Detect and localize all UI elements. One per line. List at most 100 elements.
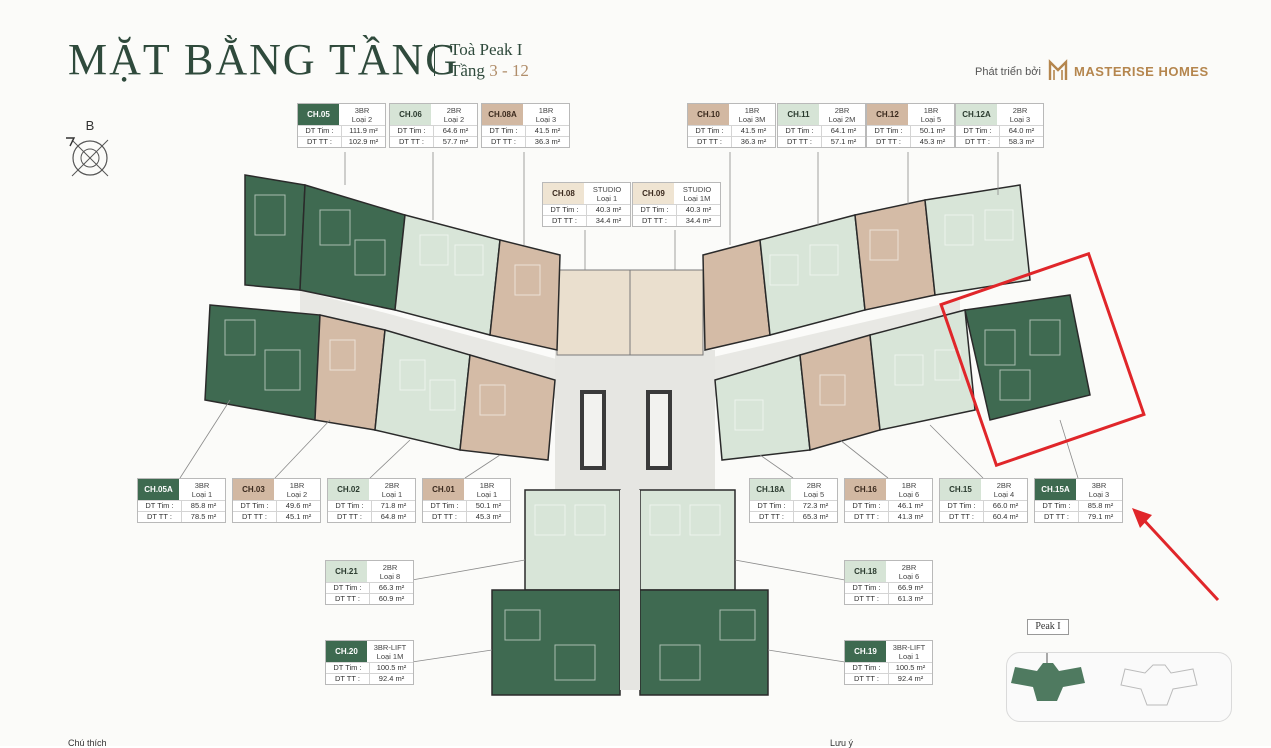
unit-variant: Loại 3M	[738, 114, 766, 124]
dt-tt-label: DT TT :	[326, 674, 370, 684]
dt-tt-label: DT TT :	[845, 674, 889, 684]
unit-type: 2BR	[384, 480, 400, 490]
unit-code: CH.08	[543, 183, 584, 204]
dt-tt-label: DT TT :	[1035, 512, 1079, 522]
legend-heading: Chú thích	[68, 738, 107, 748]
dt-tt-value: 60.9 m²	[378, 594, 405, 603]
dt-tt-value: 79.1 m²	[1087, 512, 1114, 521]
page-title: MẶT BẰNG TẦNG	[68, 35, 460, 84]
unit-variant: Loại 2	[351, 114, 373, 124]
dt-tt-label: DT TT :	[845, 512, 889, 522]
dt-tim-value: 64.0 m²	[1008, 126, 1035, 135]
developer-logo-icon	[1048, 59, 1068, 80]
unit-type: 3BR	[194, 480, 210, 490]
unit-variant: Loại 6	[898, 571, 920, 581]
dt-tt-label: DT TT :	[326, 594, 370, 604]
unit-variant: Loại 1	[898, 651, 920, 661]
unit-type: 1BR	[479, 480, 495, 490]
dt-tim-label: DT Tim :	[326, 583, 370, 593]
dt-tt-label: DT TT :	[233, 512, 277, 522]
dt-tim-value: 85.8 m²	[190, 501, 217, 510]
floors-range-value: 3 - 12	[489, 61, 529, 80]
dt-tt-value: 92.4 m²	[897, 674, 924, 683]
unit-code: CH.18	[845, 561, 886, 582]
dt-tt-value: 78.5 m²	[190, 512, 217, 521]
dt-tt-label: DT TT :	[543, 216, 587, 226]
unit-type: 1BR	[289, 480, 305, 490]
unit-type: 1BR	[901, 480, 917, 490]
unit-variant: Loại 1M	[683, 193, 711, 203]
unit-variant: Loại 3	[1009, 114, 1031, 124]
unit-variant: Loại 4	[993, 489, 1015, 499]
dt-tim-label: DT Tim :	[956, 126, 1000, 136]
unit-code: CH.21	[326, 561, 367, 582]
dt-tt-label: DT TT :	[956, 137, 1000, 147]
unit-code: CH.01	[423, 479, 464, 500]
dt-tim-value: 41.5 m²	[740, 126, 767, 135]
unit-variant: Loại 1M	[376, 651, 404, 661]
unit-variant: Loại 5	[803, 489, 825, 499]
unit-type: 2BR	[901, 562, 917, 572]
dt-tim-value: 100.5 m²	[376, 663, 407, 672]
dt-tim-value: 71.8 m²	[380, 501, 407, 510]
unit-code: CH.08A	[482, 104, 523, 125]
dt-tt-value: 45.1 m²	[285, 512, 312, 521]
dt-tt-value: 64.8 m²	[380, 512, 407, 521]
unit-variant: Loại 1	[191, 489, 213, 499]
dt-tim-value: 66.0 m²	[992, 501, 1019, 510]
dt-tim-value: 72.3 m²	[802, 501, 829, 510]
dt-tim-value: 46.1 m²	[897, 501, 924, 510]
unit-variant: Loại 3	[535, 114, 557, 124]
unit-type: 1BR	[538, 105, 554, 115]
compass-icon: B	[66, 118, 109, 177]
dt-tim-label: DT Tim :	[423, 501, 467, 511]
dt-tim-value: 50.1 m²	[919, 126, 946, 135]
dt-tt-label: DT TT :	[423, 512, 467, 522]
unit-code: CH.20	[326, 641, 367, 662]
dt-tim-value: 49.6 m²	[285, 501, 312, 510]
floor-range: Tầng 3 - 12	[450, 61, 529, 81]
unit-code: CH.05	[298, 104, 339, 125]
unit-ch01	[459, 354, 556, 461]
key-plan-drawing	[1011, 635, 1198, 706]
dt-tim-label: DT Tim :	[390, 126, 434, 136]
dt-tim-value: 66.9 m²	[897, 583, 924, 592]
unit-type: 2BR	[806, 480, 822, 490]
dt-tt-label: DT TT :	[778, 137, 822, 147]
dt-tt-value: 45.3 m²	[475, 512, 502, 521]
unit-code: CH.03	[233, 479, 274, 500]
compass-label: B	[86, 118, 95, 133]
unit-code: CH.12A	[956, 104, 997, 125]
unit-code: CH.10	[688, 104, 729, 125]
notes-heading: Lưu ý	[830, 738, 854, 748]
dt-tt-label: DT TT :	[482, 137, 526, 147]
unit-type: 3BR-LIFT	[892, 642, 926, 652]
unit-variant: Loại 2	[286, 489, 308, 499]
unit-code: CH.18A	[750, 479, 791, 500]
unit-variant: Loại 1	[596, 193, 618, 203]
unit-code: CH.12	[867, 104, 908, 125]
